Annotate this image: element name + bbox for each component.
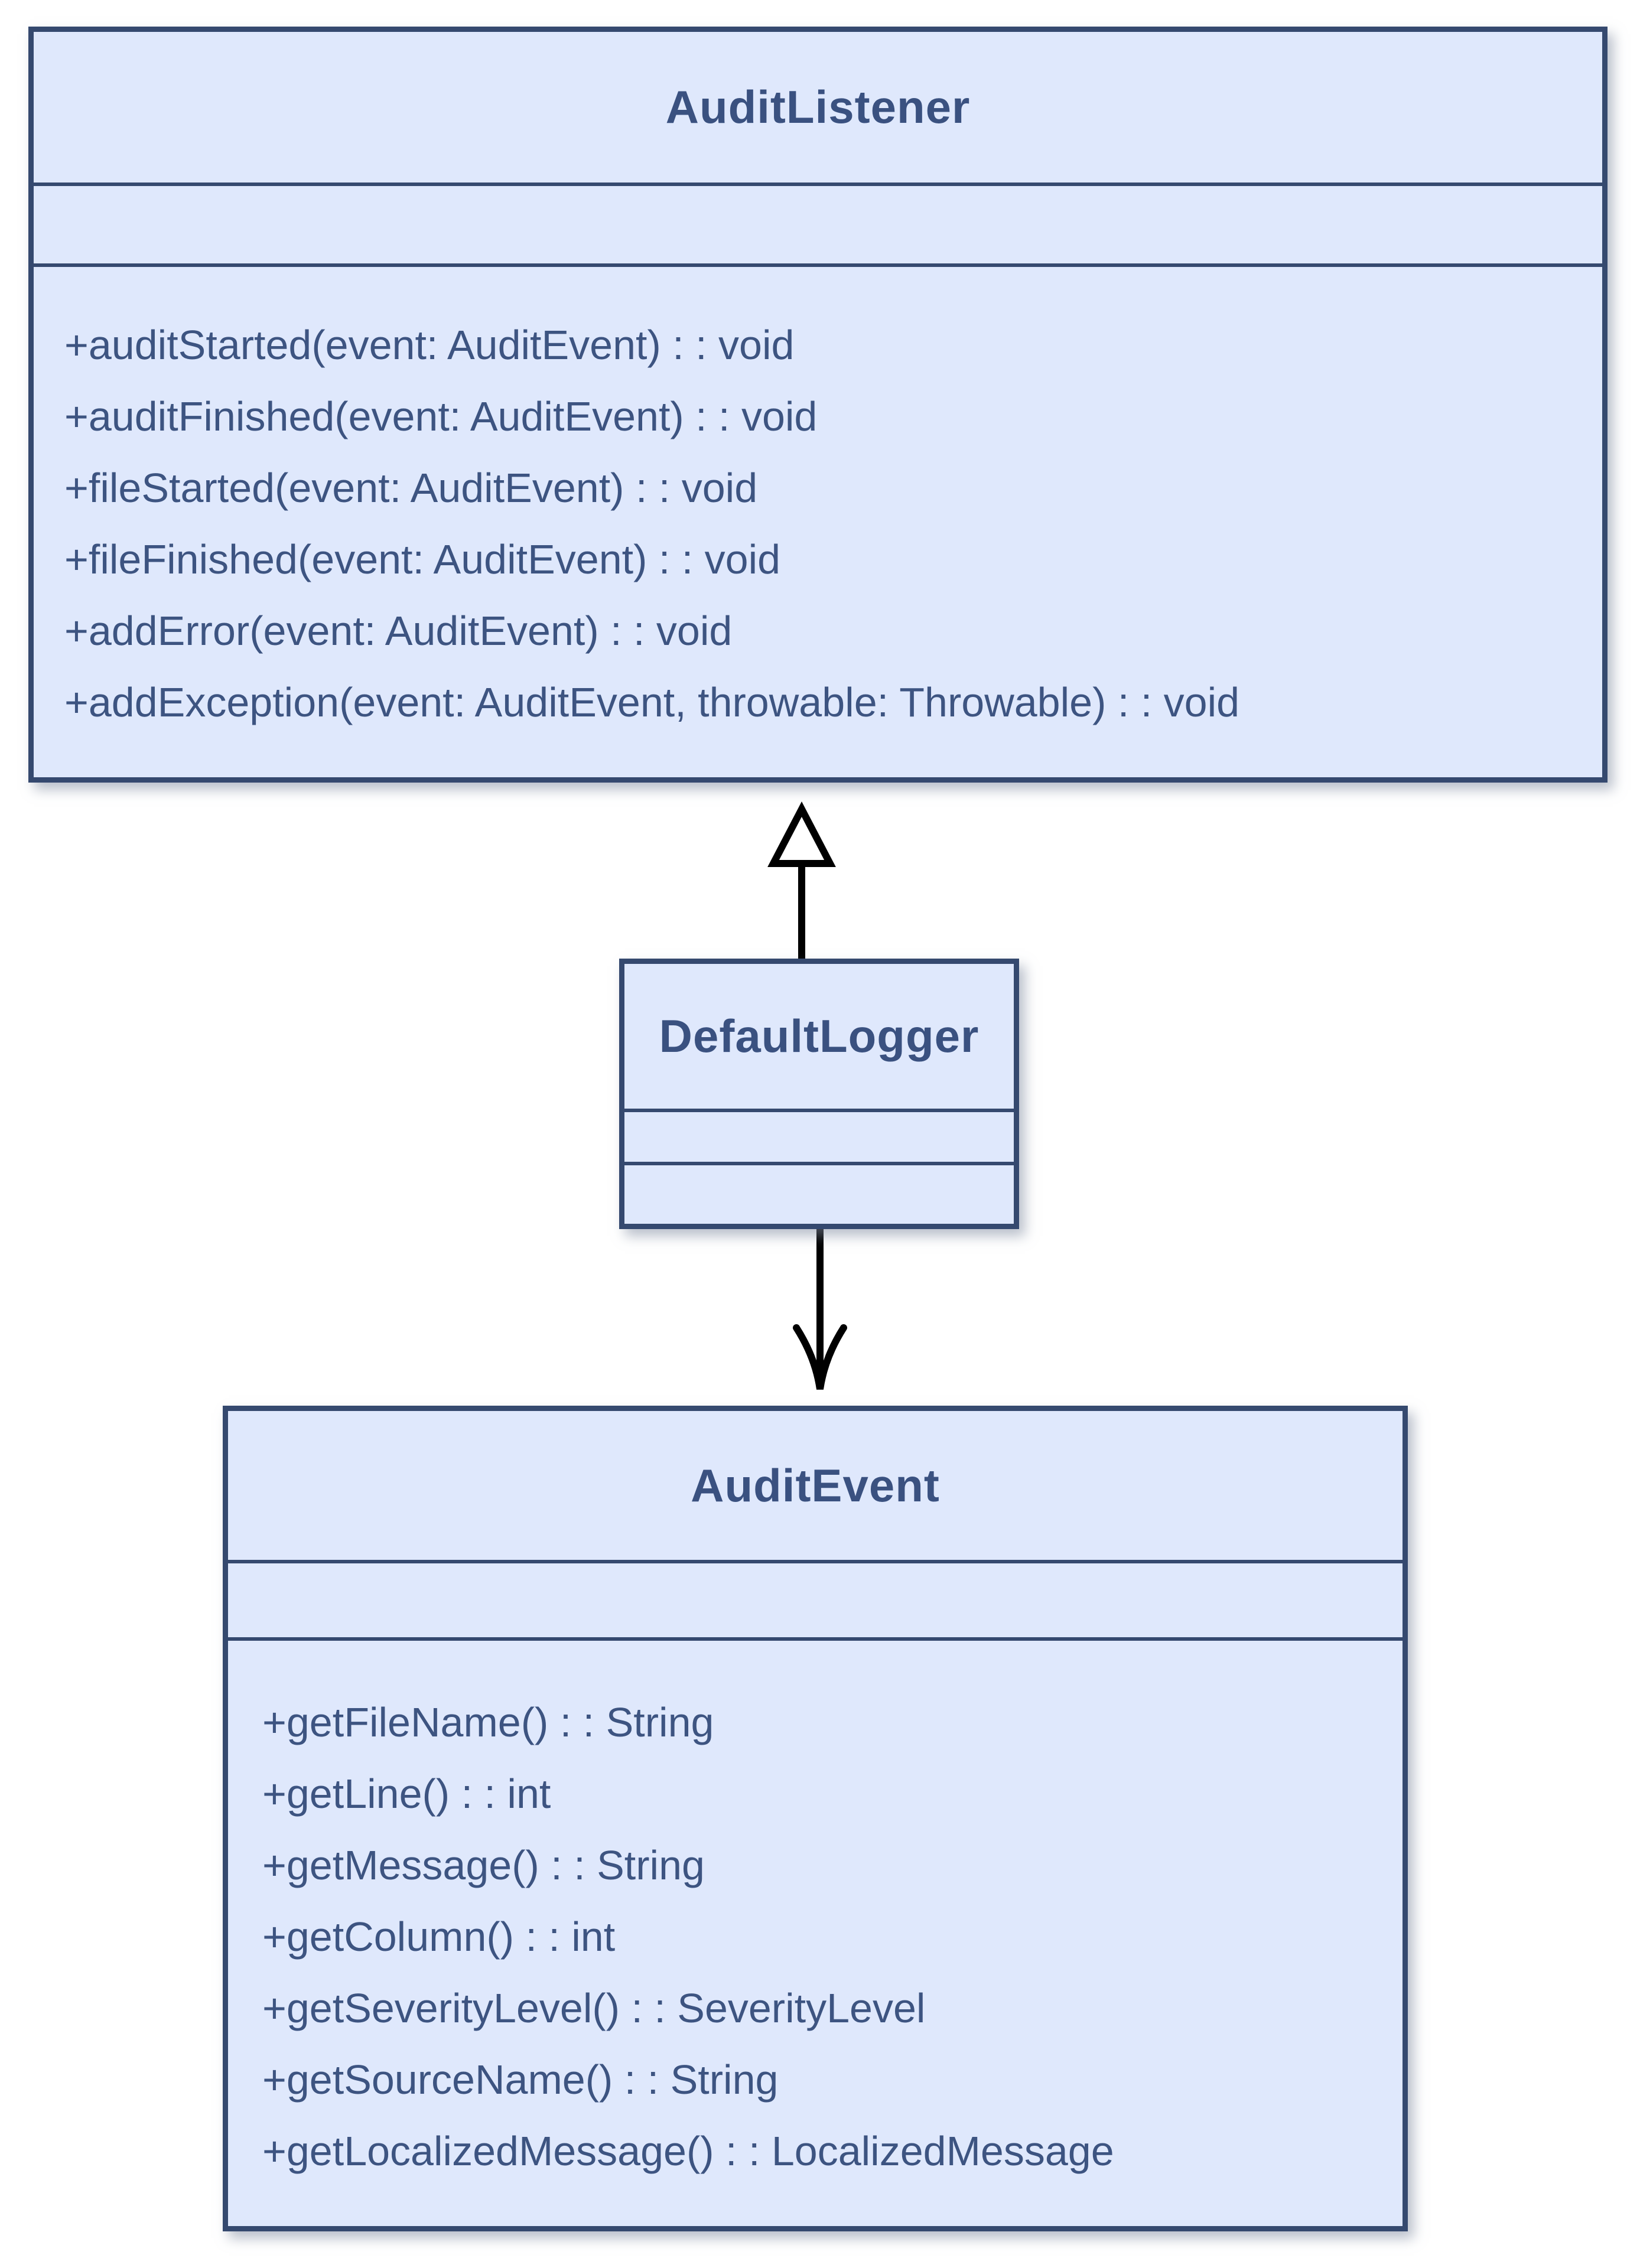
method-text: +getColumn() : : int	[262, 1914, 616, 1960]
methods-compartment-auditevent: +getFileName() : : String +getLine() : : …	[228, 1637, 1403, 2226]
method-text: +fileFinished(event: AuditEvent) : : voi…	[64, 536, 781, 582]
class-title-auditlistener: AuditListener	[665, 81, 971, 133]
class-title-defaultlogger: DefaultLogger	[659, 1010, 980, 1062]
method-text: +fileStarted(event: AuditEvent) : : void	[64, 465, 758, 511]
attributes-compartment-auditlistener	[34, 183, 1602, 263]
class-box-auditevent: AuditEvent +getFileName() : : String+get…	[223, 1406, 1408, 2231]
methods-compartment-auditlistener: +auditStarted(event: AuditEvent) : : voi…	[34, 263, 1602, 777]
method-text: +addException(event: AuditEvent, throwab…	[64, 679, 1240, 725]
methods-compartment-defaultlogger	[624, 1162, 1014, 1224]
class-box-defaultlogger: DefaultLogger	[619, 959, 1019, 1229]
method-text: +getFileName() : : String	[262, 1699, 714, 1745]
association-arrow	[793, 1228, 847, 1390]
method-text: +getMessage() : : String	[262, 1842, 705, 1888]
method-text: +auditFinished(event: AuditEvent) : : vo…	[64, 393, 818, 439]
generalization-arrow	[767, 801, 836, 960]
class-title-auditevent: AuditEvent	[691, 1459, 940, 1511]
class-box-auditlistener: AuditListener +auditStarted(event: Audit…	[28, 27, 1608, 783]
method-text: +addError(event: AuditEvent) : : void	[64, 608, 733, 654]
method-text: +getSeverityLevel() : : SeverityLevel	[262, 1985, 926, 2031]
attributes-compartment-auditevent	[228, 1560, 1403, 1637]
method-text: +getLocalizedMessage() : : LocalizedMess…	[262, 2128, 1114, 2174]
method-text: +getSourceName() : : String	[262, 2057, 779, 2103]
method-text: +getLine() : : int	[262, 1771, 551, 1817]
method-text: +auditStarted(event: AuditEvent) : : voi…	[64, 322, 795, 368]
attributes-compartment-defaultlogger	[624, 1109, 1014, 1162]
